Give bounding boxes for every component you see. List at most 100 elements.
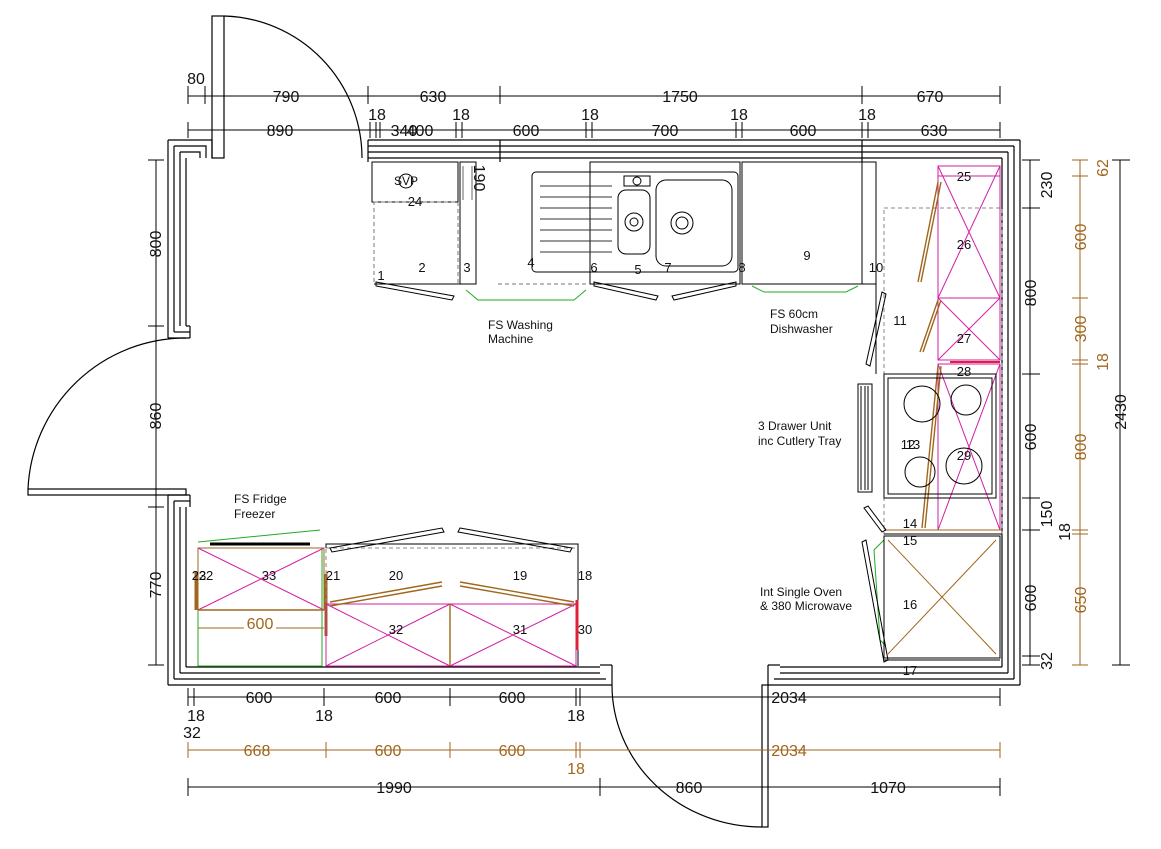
dishwasher-label-1: FS 60cm [770, 307, 818, 321]
dimension-lines-brown [187, 159, 1088, 758]
washing-machine-label-1: FS Washing [488, 318, 553, 332]
dim-18-a: 18 [368, 107, 386, 124]
unit-12: 12 [901, 437, 915, 452]
drawer-unit-label-1: 3 Drawer Unit [758, 419, 832, 433]
dim-340: 340 [391, 123, 418, 140]
dim-32-right: 32 [1039, 652, 1056, 670]
oven-label-1: Int Single Oven [760, 585, 842, 599]
dim-2034-bottom: 2034 [771, 690, 807, 707]
unit-18: 18 [578, 568, 592, 583]
dim-bottom-black: 600 600 600 2034 18 32 18 18 [183, 690, 807, 742]
unit-30: 30 [578, 622, 592, 637]
dim-bottom-brown: 668 600 600 2034 18 600 [244, 616, 807, 778]
unit-2: 2 [418, 260, 425, 275]
dim-790: 790 [273, 89, 300, 106]
unit-10: 10 [869, 260, 883, 275]
dim-bottom-total: 1990 860 1070 [376, 780, 906, 797]
dim-left: 800 860 770 [148, 231, 165, 599]
dim-18-d: 18 [730, 107, 748, 124]
dim-2430-total: 2430 [1113, 394, 1130, 430]
dim-668: 668 [244, 743, 271, 760]
unit-4: 4 [527, 255, 534, 270]
unit-13: 13 [906, 437, 920, 452]
bottom-units [194, 527, 579, 667]
unit-15: 15 [903, 533, 917, 548]
door-bottom [611, 684, 769, 828]
dim-18-brown: 18 [1095, 353, 1112, 371]
unit-numbers: 1 2 3 4 5 6 7 8 9 10 11 12 13 14 15 16 1… [192, 169, 971, 678]
walls [167, 139, 1021, 686]
dimension-lines [148, 86, 1130, 796]
unit-14: 14 [903, 516, 917, 531]
fridge-freezer-label-2: Freezer [234, 507, 275, 521]
unit-29: 29 [957, 448, 971, 463]
dishwasher-label-2: Dishwasher [770, 322, 833, 336]
dim-1070: 1070 [870, 780, 906, 797]
unit-25: 25 [957, 169, 971, 184]
dim-300-brown: 300 [1073, 316, 1090, 343]
unit-27: 27 [957, 331, 971, 346]
dim-18-right-black: 18 [1057, 523, 1074, 541]
dim-800-right: 800 [1023, 280, 1040, 307]
unit-3: 3 [463, 260, 470, 275]
dim-800-left: 800 [148, 231, 165, 258]
dim-630-b: 630 [921, 123, 948, 140]
dim-18-bottom-c: 18 [567, 708, 585, 725]
dim-600-a: 600 [513, 123, 540, 140]
dim-630: 630 [420, 89, 447, 106]
dim-2034-brown: 2034 [771, 743, 807, 760]
dim-600-bottom-b: 600 [375, 690, 402, 707]
dim-600-b: 600 [790, 123, 817, 140]
unit-7: 7 [664, 260, 671, 275]
unit-19: 19 [513, 568, 527, 583]
unit-11: 11 [893, 313, 907, 328]
dim-1990: 1990 [376, 780, 412, 797]
dim-400: 400 [407, 123, 434, 140]
unit-32: 32 [389, 622, 403, 637]
dim-top-row2: 890 18 340 400 18 600 18 700 18 600 18 6… [267, 107, 948, 140]
right-units [857, 165, 1003, 663]
unit-28: 28 [957, 364, 971, 379]
fridge-freezer-label-1: FS Fridge [234, 492, 287, 506]
dim-190: 190 [470, 165, 487, 192]
dim-right-brown: 62 600 300 18 800 18 650 [1057, 159, 1112, 613]
dim-600-bottom-a: 600 [246, 690, 273, 707]
unit-22: 22 [199, 568, 213, 583]
dim-62: 62 [1095, 159, 1112, 177]
dim-230: 230 [1039, 172, 1056, 199]
dim-32-bottom: 32 [183, 725, 201, 742]
unit-23: 23 [192, 568, 206, 583]
unit-16: 16 [903, 597, 917, 612]
oven-label-2: & 380 Microwave [760, 599, 852, 613]
dim-600-right-b: 600 [1023, 585, 1040, 612]
dim-670: 670 [917, 89, 944, 106]
unit-24: 24 [408, 194, 422, 209]
dim-650-brown: 650 [1073, 587, 1090, 614]
appliance-labels: SVP FS Washing Machine FS 60cm Dishwashe… [234, 174, 852, 613]
dim-18-e: 18 [858, 107, 876, 124]
appliance-fronts [197, 285, 887, 647]
unit-31: 31 [513, 622, 527, 637]
unit-21: 21 [326, 568, 340, 583]
washing-machine-label-2: Machine [488, 332, 534, 346]
unit-26: 26 [957, 237, 971, 252]
drawer-unit-label-2: inc Cutlery Tray [758, 434, 841, 448]
unit-17: 17 [903, 663, 917, 678]
unit-6: 6 [590, 260, 597, 275]
dim-150: 150 [1039, 501, 1056, 528]
dim-18-b: 18 [452, 107, 470, 124]
unit-1: 1 [377, 268, 384, 283]
dim-890: 890 [267, 123, 294, 140]
dim-600-brown-a: 600 [375, 743, 402, 760]
dim-18-c: 18 [581, 107, 599, 124]
unit-8: 8 [738, 260, 745, 275]
dim-600-fridge: 600 [247, 616, 274, 633]
dim-top-row1: 80 790 630 1750 670 [187, 71, 943, 106]
dim-600-brown-b: 600 [499, 743, 526, 760]
dim-600-right: 600 [1023, 424, 1040, 451]
dim-1750: 1750 [662, 89, 698, 106]
dim-right-black: 230 800 600 150 600 32 [1023, 172, 1056, 670]
dim-600-brown: 600 [1073, 224, 1090, 251]
dim-18-brown-bottom: 18 [567, 761, 585, 778]
